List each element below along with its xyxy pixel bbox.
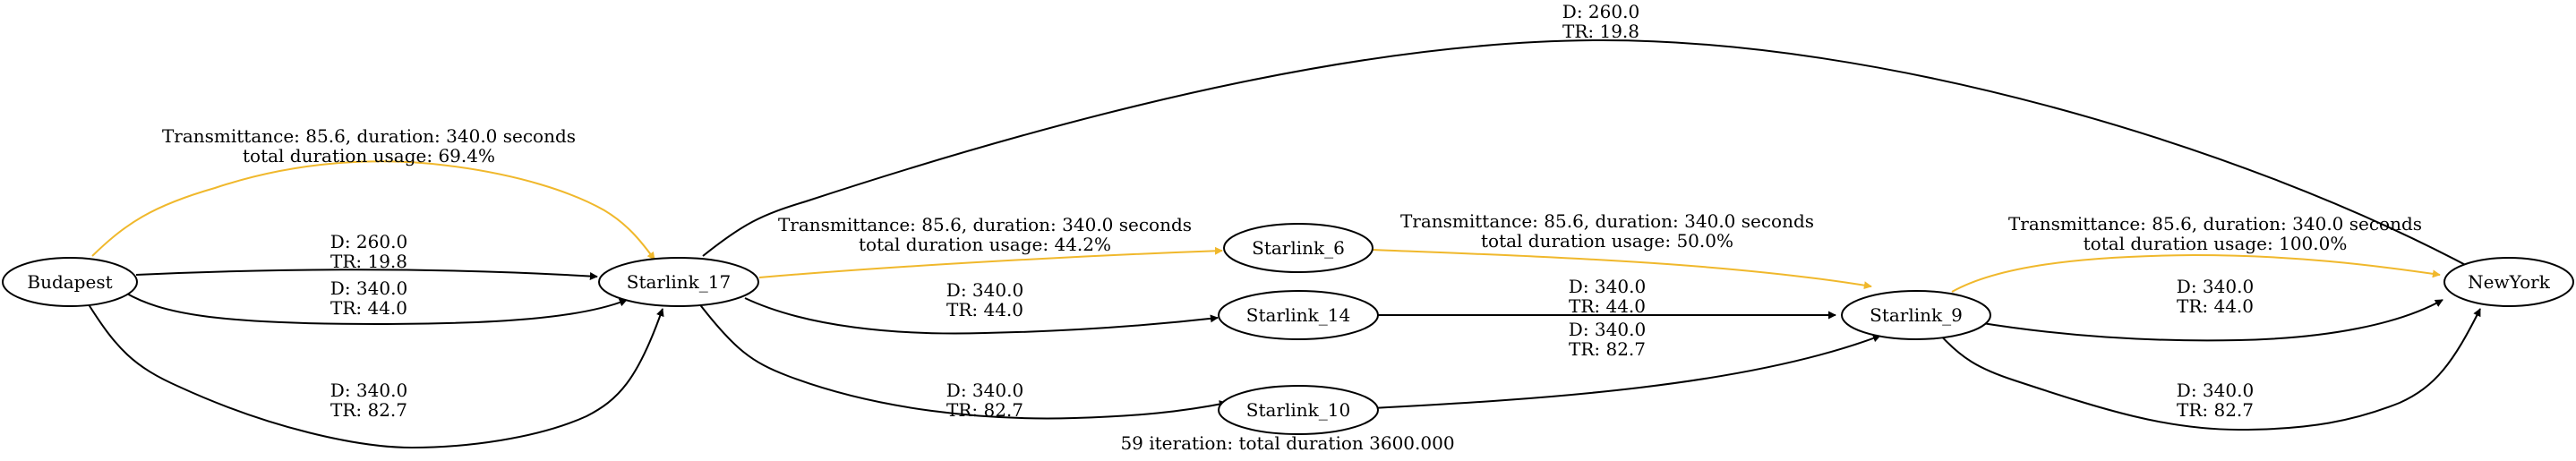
edge-starlink9-newyork-highlight [1951, 253, 2441, 293]
edge-label-line1: Transmittance: 85.6, duration: 340.0 sec… [1400, 210, 1814, 232]
edge-label-line1: D: 340.0 [330, 277, 407, 299]
edge-label-line1: D: 340.0 [330, 380, 407, 401]
node-starlink-14-ellipse [1218, 290, 1379, 340]
edge-label-line2: TR: 82.7 [330, 399, 407, 421]
edge-budapest-starlink17-highlight [91, 160, 655, 260]
edge-starlink17-starlink14 [744, 297, 1219, 335]
node-starlink-9-label: Starlink_9 [1870, 304, 1963, 326]
node-starlink-14-label: Starlink_14 [1246, 304, 1350, 326]
edge-label-line2: total duration usage: 50.0% [1481, 230, 1733, 252]
edge-label-line2: total duration usage: 69.4% [243, 145, 495, 166]
edge-starlink17-starlink6-highlight [758, 246, 1223, 278]
edge-label-line2: TR: 19.8 [1562, 21, 1639, 42]
edge-label-line2: TR: 44.0 [946, 299, 1023, 320]
node-starlink-9-ellipse [1841, 290, 1991, 340]
node-newyork-label: NewYork [2468, 271, 2551, 293]
edge-budapest-starlink17-b [124, 292, 628, 326]
edge-label-line2: TR: 44.0 [1569, 295, 1646, 317]
node-budapest[interactable]: Budapest [2, 257, 138, 307]
edge-label-line1: D: 340.0 [1569, 276, 1646, 297]
edge-label-line1: D: 340.0 [946, 380, 1023, 401]
edge-budapest-starlink17-a [135, 269, 598, 281]
edge-starlink17-newyork [702, 38, 2477, 271]
node-starlink-6[interactable]: Starlink_6 [1223, 223, 1374, 273]
edge-label-line2: TR: 82.7 [1569, 338, 1646, 360]
edge-starlink9-newyork-a [1976, 299, 2443, 342]
node-starlink-17-label: Starlink_17 [627, 271, 731, 293]
edge-label-line2: TR: 82.7 [946, 399, 1023, 421]
node-starlink-14[interactable]: Starlink_14 [1218, 290, 1379, 340]
node-newyork[interactable]: NewYork [2443, 257, 2574, 307]
edge-label-line2: total duration usage: 100.0% [2084, 233, 2348, 254]
edge-label-line1: Transmittance: 85.6, duration: 340.0 sec… [162, 125, 576, 147]
edge-label-line2: total duration usage: 44.2% [859, 234, 1111, 255]
node-newyork-ellipse [2443, 257, 2574, 307]
edge-budapest-starlink17-c [86, 301, 664, 449]
node-starlink-10-ellipse [1218, 385, 1379, 435]
node-starlink-6-label: Starlink_6 [1252, 237, 1345, 259]
node-starlink-6-ellipse [1223, 223, 1374, 273]
node-budapest-label: Budapest [27, 271, 112, 293]
node-budapest-ellipse [2, 257, 138, 307]
edge-starlink17-starlink10 [697, 302, 1228, 420]
edge-label-line1: D: 340.0 [2177, 380, 2254, 401]
edge-starlink6-starlink9-highlight [1372, 249, 1872, 290]
edge-label-line1: D: 260.0 [330, 231, 407, 252]
edge-label-line1: D: 340.0 [2177, 276, 2254, 297]
edge-starlink9-newyork-b [1938, 308, 2481, 431]
edge-label-line2: TR: 44.0 [330, 297, 407, 319]
edge-label-line2: TR: 19.8 [330, 251, 407, 272]
edge-label-line1: D: 260.0 [1562, 1, 1639, 22]
edge-label-line2: TR: 82.7 [2177, 399, 2254, 421]
node-starlink-9[interactable]: Starlink_9 [1841, 290, 1991, 340]
graph-footer-caption: 59 iteration: total duration 3600.000 [1120, 432, 1454, 454]
edge-label-line1: D: 340.0 [946, 279, 1023, 301]
node-starlink-10[interactable]: Starlink_10 [1218, 385, 1379, 435]
edge-label-line1: Transmittance: 85.6, duration: 340.0 sec… [778, 214, 1192, 235]
node-starlink-10-label: Starlink_10 [1246, 399, 1350, 421]
node-starlink-17-ellipse [598, 257, 759, 307]
node-starlink-17[interactable]: Starlink_17 [598, 257, 759, 307]
edge-label-line1: Transmittance: 85.6, duration: 340.0 sec… [2008, 213, 2422, 235]
edge-label-line2: TR: 44.0 [2177, 295, 2254, 317]
edge-label-line1: D: 340.0 [1569, 319, 1646, 340]
edge-starlink10-starlink9 [1372, 334, 1881, 409]
